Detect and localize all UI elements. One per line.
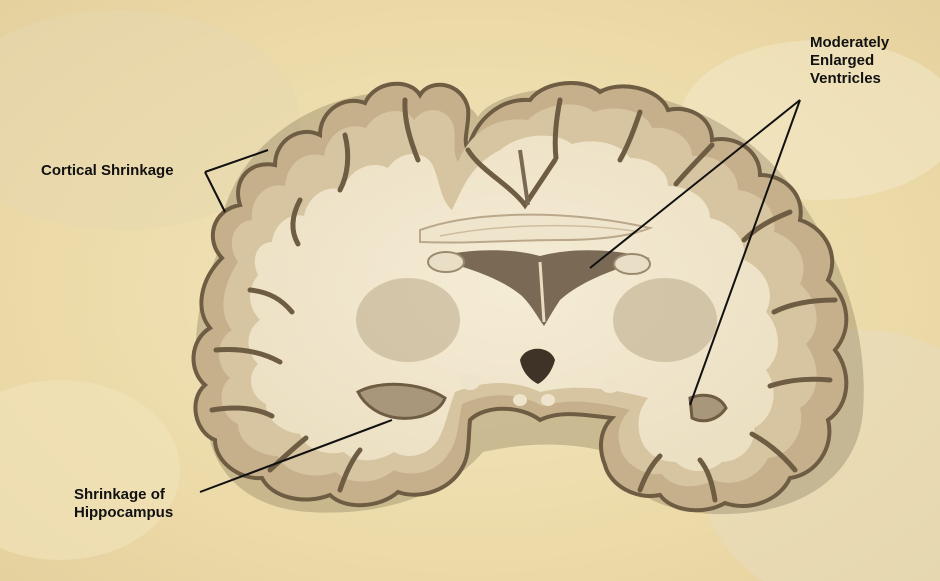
enlarged-ventricles-line2: Enlarged: [810, 52, 889, 70]
hippocampus-shrinkage-line2: Hippocampus: [74, 504, 173, 522]
enlarged-ventricles-line1: Moderately: [810, 34, 889, 52]
enlarged-ventricles-label: Moderately Enlarged Ventricles: [810, 34, 889, 88]
hippocampus-shrinkage-label: Shrinkage of Hippocampus: [74, 486, 173, 522]
hippocampus-shrinkage-line1: Shrinkage of: [74, 486, 173, 504]
basal-ganglia-right: [613, 278, 717, 362]
enlarged-ventricles-line3: Ventricles: [810, 70, 889, 88]
cortical-shrinkage-label: Cortical Shrinkage: [41, 162, 174, 180]
basal-ganglia-left: [356, 278, 460, 362]
cortical-shrinkage-text: Cortical Shrinkage: [41, 162, 174, 180]
